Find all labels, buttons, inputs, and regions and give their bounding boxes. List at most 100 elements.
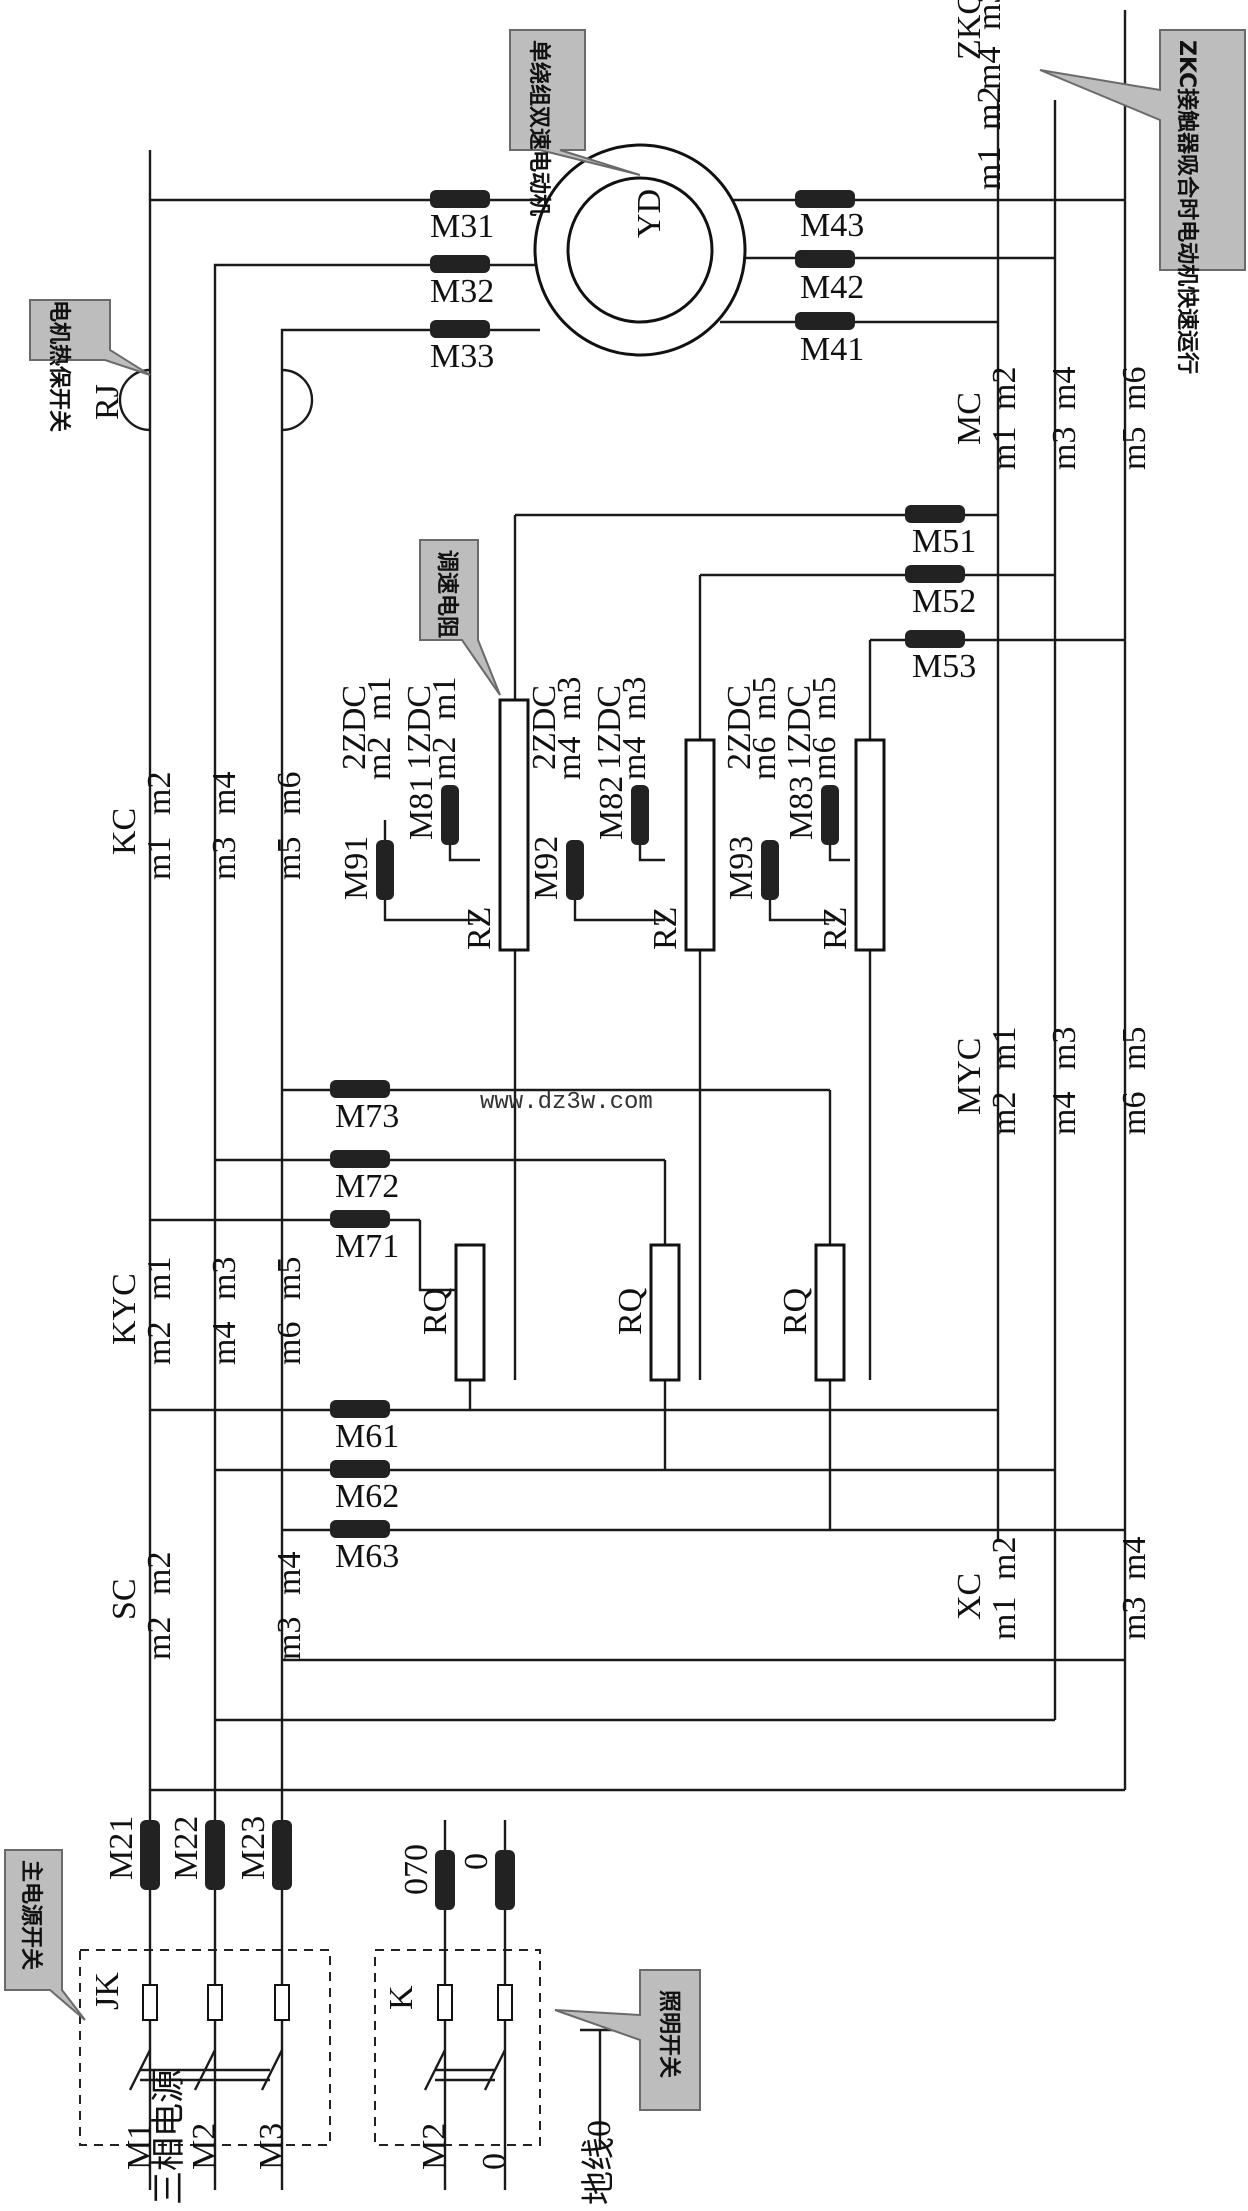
rz-resistor-3 — [854, 738, 886, 952]
terminal-m22: M22 — [168, 1816, 205, 1880]
xc-m4: m4 — [1116, 1537, 1153, 1580]
callout-main-switch: 主电源开关 — [4, 1849, 86, 2021]
light-0: 0 — [476, 2153, 513, 2170]
terminal-m62: M62 — [335, 1478, 399, 1515]
terminal-m51: M51 — [912, 523, 976, 560]
rq-label-1: RQ — [417, 1288, 454, 1335]
terminal-m92: M92 — [528, 836, 565, 900]
myc-m2: m2 — [986, 1092, 1023, 1135]
zkc-m1: m1 — [971, 147, 1008, 190]
rq-label-3: RQ — [777, 1288, 814, 1335]
terminal-m81: M81 — [403, 776, 440, 840]
rz-label-1: RZ — [461, 907, 498, 950]
zdc2-2zdc: 2ZDC — [526, 685, 563, 770]
zdc1-1zdc: 1ZDC — [401, 685, 438, 770]
terminal-070: 070 — [398, 1844, 435, 1895]
terminal-m82: M82 — [593, 776, 630, 840]
callout-resistor-text: 调速电阻 — [434, 550, 460, 638]
terminal-m31: M31 — [430, 208, 494, 245]
rq-resistor-3 — [814, 1243, 846, 1382]
contactor-mc: MC m1 m2 m3 m4 m5 m6 — [951, 367, 1153, 470]
terminal-m71: M71 — [335, 1228, 399, 1265]
rz-label-2: RZ — [647, 907, 684, 950]
zkc-m4: m4 — [971, 47, 1008, 90]
contactor-zdc-1: 2ZDC 1ZDC m2 m1 m2 m1 — [336, 677, 463, 780]
zdc1-m1-b: m1 — [426, 677, 463, 720]
callout-thermal-text: 电机热保开关 — [46, 300, 72, 432]
sc-m3: m3 — [271, 1617, 308, 1660]
thermal-label: RJ — [89, 384, 126, 420]
callout-resistor: 调速电阻 — [419, 539, 501, 696]
callout-motor: 单绕组双速电动机 — [509, 29, 641, 216]
terminal-m53: M53 — [912, 648, 976, 685]
thermal-relay: RJ — [89, 368, 314, 432]
main-switch-label: JK — [89, 1972, 126, 2010]
terminal-m32: M32 — [430, 273, 494, 310]
zkc-m3: m3 — [971, 0, 1008, 30]
myc-label: MYC — [951, 1038, 988, 1115]
contactor-sc: SC m2 m2 m3 m4 — [106, 1552, 308, 1660]
terminals — [140, 190, 965, 1910]
mc-m5: m5 — [1116, 427, 1153, 470]
mc-m3: m3 — [1046, 427, 1083, 470]
terminal-m23: M23 — [235, 1816, 272, 1880]
mc-m6: m6 — [1116, 367, 1153, 410]
terminal-m91: M91 — [338, 836, 375, 900]
zdc3-1zdc: 1ZDC — [781, 685, 818, 770]
zdc2-1zdc: 1ZDC — [591, 685, 628, 770]
contactor-zdc-3: 2ZDC 1ZDC m6 m5 m6 m5 — [721, 677, 843, 780]
kyc-label: KYC — [106, 1273, 143, 1345]
kc-m1: m1 — [141, 837, 178, 880]
terminal-m52: M52 — [912, 583, 976, 620]
sc-m2-b: m2 — [141, 1552, 178, 1595]
xc-m1: m1 — [986, 1597, 1023, 1640]
zkc-m2: m2 — [971, 87, 1008, 130]
rz-resistor-1 — [498, 698, 530, 952]
callout-zkc-text: ZKC接触器吸合时电动机快速运行 — [1174, 40, 1200, 374]
callout-motor-text: 单绕组双速电动机 — [526, 40, 552, 216]
light-switch-label: K — [383, 1985, 420, 2010]
callout-main-switch-text: 主电源开关 — [18, 1860, 43, 1970]
terminal-m42: M42 — [800, 269, 864, 306]
zdc1-m2-a: m2 — [361, 737, 398, 780]
zdc3-m6-b: m6 — [806, 737, 843, 780]
zdc2-m4-a: m4 — [551, 737, 588, 780]
kc-m6: m6 — [271, 772, 308, 815]
zdc2-m4-b: m4 — [616, 737, 653, 780]
terminal-0: 0 — [458, 1853, 495, 1870]
mc-m1: m1 — [986, 427, 1023, 470]
myc-m5: m5 — [1116, 1027, 1153, 1070]
contactor-zkc: ZKC m1 m2 m4 m3 — [951, 0, 1008, 190]
zdc2-m3-b: m3 — [616, 677, 653, 720]
source-m3: M3 — [253, 2123, 290, 2170]
sc-m4: m4 — [271, 1552, 308, 1595]
source-m2: M2 — [186, 2123, 223, 2170]
kyc-m2: m2 — [141, 1322, 178, 1365]
light-m2: M2 — [416, 2123, 453, 2170]
xc-m2: m2 — [986, 1537, 1023, 1580]
kc-m5: m5 — [271, 837, 308, 880]
myc-m4: m4 — [1046, 1092, 1083, 1135]
contactor-kc: KC m1 m2 m3 m4 m5 m6 — [106, 772, 308, 880]
rq-label-2: RQ — [612, 1288, 649, 1335]
callout-thermal: 电机热保开关 — [29, 299, 151, 432]
motor: YD — [533, 143, 747, 357]
zkc-label: ZKC — [951, 0, 988, 60]
kc-m4: m4 — [206, 772, 243, 815]
contactor-zdc-2: 2ZDC 1ZDC m4 m3 m4 m3 — [526, 677, 653, 780]
mc-m2: m2 — [986, 367, 1023, 410]
rz-resistor-2 — [684, 738, 716, 952]
kc-label: KC — [106, 808, 143, 855]
motor-label: YD — [631, 189, 668, 238]
callout-zkc: ZKC接触器吸合时电动机快速运行 — [1039, 29, 1246, 374]
sc-m2-a: m2 — [141, 1617, 178, 1660]
myc-m6: m6 — [1116, 1092, 1153, 1135]
callout-light-switch: 照明开关 — [554, 1969, 701, 2111]
source-m1: M1 — [121, 2123, 158, 2170]
zdc3-m5-a: m5 — [746, 677, 783, 720]
callout-light-switch-text: 照明开关 — [656, 1990, 681, 2078]
contactor-kyc: KYC m1 m2 m3 m4 m5 m6 — [106, 1257, 308, 1365]
zdc1-2zdc: 2ZDC — [336, 685, 373, 770]
rq-resistor-2 — [649, 1243, 681, 1382]
